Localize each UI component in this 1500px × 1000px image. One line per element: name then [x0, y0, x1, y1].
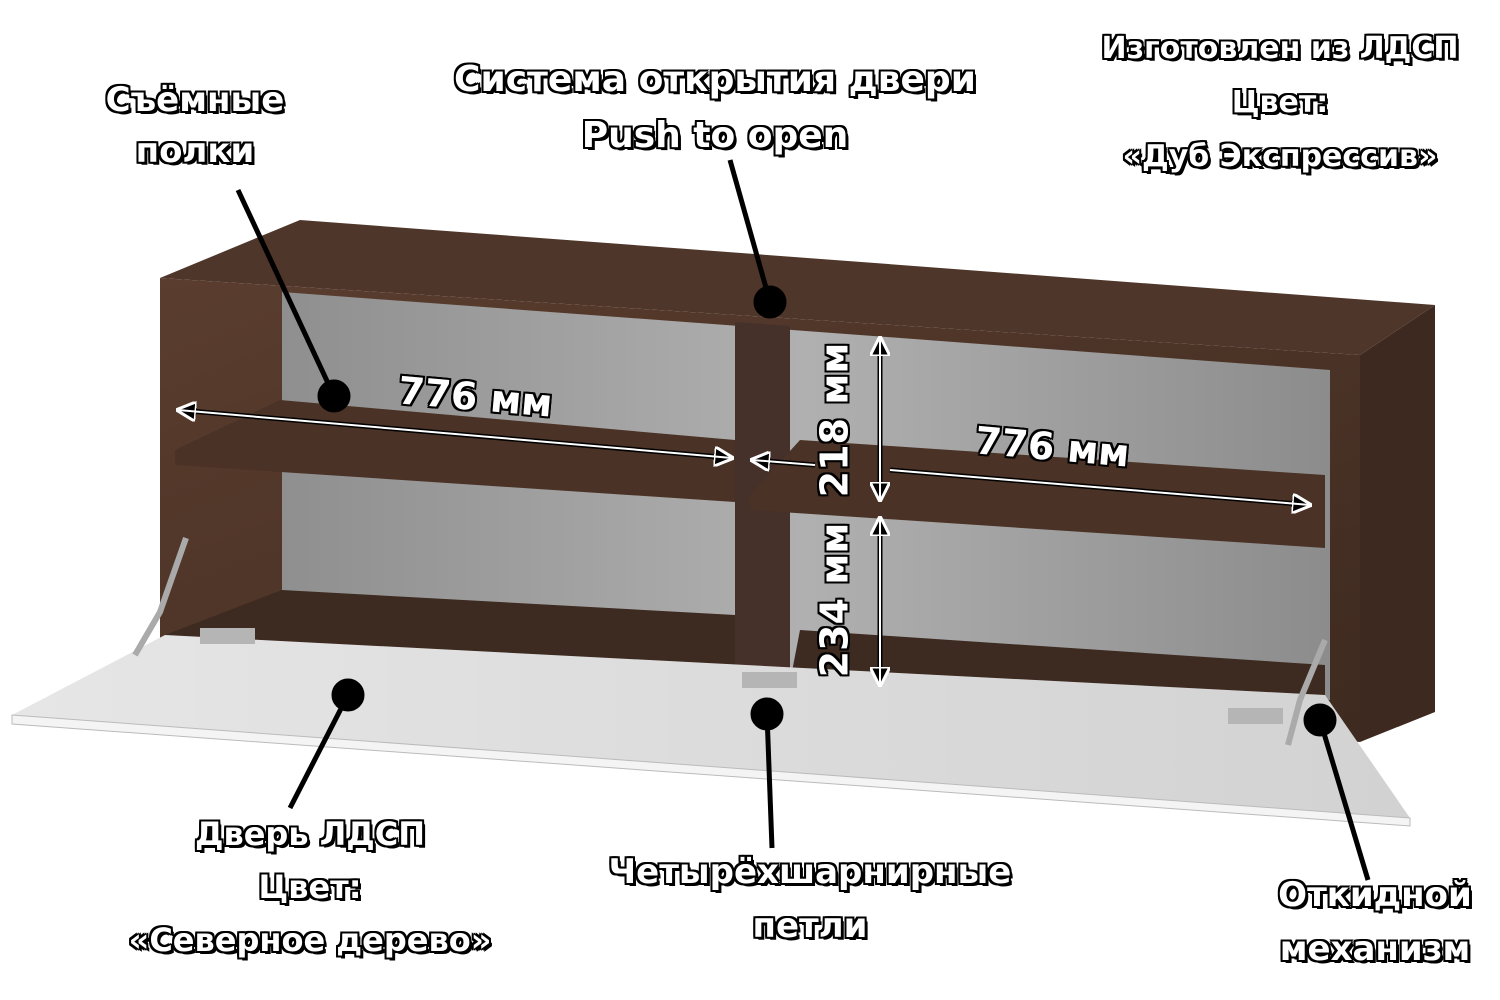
label-push-system: Система открытия двери Push to open	[440, 52, 990, 164]
dimension-upper-height: 218 мм	[812, 342, 857, 498]
label-line: механизм	[1279, 929, 1471, 970]
hinge-icon	[742, 672, 797, 688]
label-line: Система открытия двери	[454, 59, 976, 100]
label-line: Push to open	[581, 114, 849, 156]
label-line: петли	[752, 906, 868, 947]
label-line: Цвет:	[258, 867, 362, 906]
label-line: «Дуб Экспрессив»	[1122, 139, 1438, 174]
right-shelf	[750, 440, 1325, 548]
door-edge	[11, 714, 1411, 827]
label-line: Откидной	[1278, 875, 1472, 915]
hinge-icon	[1228, 708, 1283, 724]
label-hinges: Четырёхшарнирные петли	[590, 845, 1030, 954]
leader-push	[727, 159, 773, 303]
label-line: полки	[135, 131, 255, 171]
hinge-icon	[200, 628, 255, 644]
label-line: Дверь ЛДСП	[194, 815, 426, 853]
cabinet-right-side	[1360, 305, 1435, 742]
label-line: Цвет:	[1231, 85, 1329, 120]
label-line: Изготовлен из ЛДСП	[1101, 31, 1459, 66]
label-line: «Северное дерево»	[128, 920, 492, 959]
leader-lift	[1317, 719, 1371, 881]
label-shelves: Съёмные полки	[90, 75, 300, 177]
leader-door	[287, 693, 351, 810]
lift-mechanism-right-icon	[1285, 638, 1328, 746]
door-panel	[12, 635, 1410, 818]
cabinet-top	[160, 220, 1435, 355]
label-lift: Откидной механизм	[1260, 868, 1490, 977]
label-line: Съёмные	[105, 80, 285, 120]
dimension-lower-height: 234 мм	[812, 522, 857, 678]
leader-hinges	[764, 713, 775, 849]
label-line: Четырёхшарнирные	[608, 852, 1012, 892]
label-door: Дверь ЛДСП Цвет: «Северное дерево»	[115, 808, 505, 966]
lift-mechanism-left-icon	[132, 537, 189, 657]
leader-shelves	[235, 188, 337, 398]
label-material: Изготовлен из ЛДСП Цвет: «Дуб Экспрессив…	[1080, 22, 1480, 184]
